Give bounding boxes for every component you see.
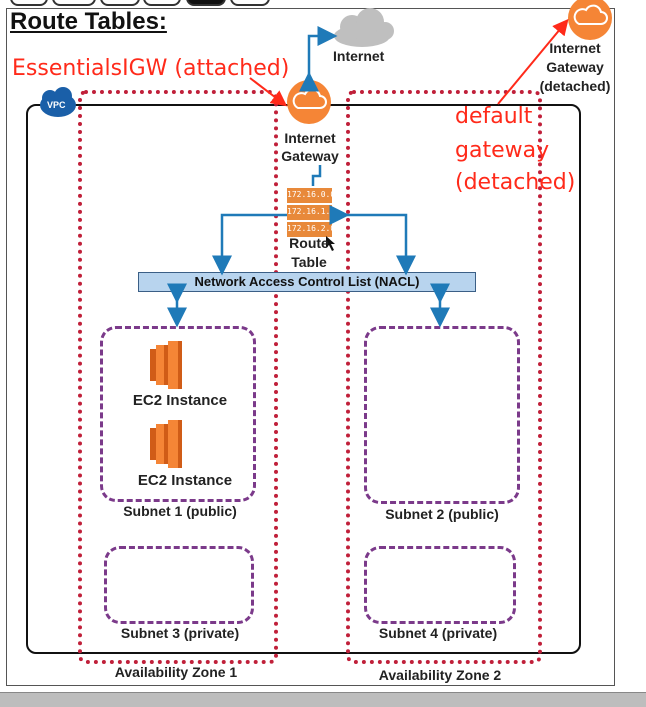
subnet-2-label: Subnet 2 (public) <box>385 506 499 522</box>
ec2-instance-icon[interactable] <box>150 420 182 468</box>
annotation-attached-igw: EssentialsIGW (attached) <box>12 56 290 81</box>
internet-gateway-icon[interactable] <box>287 80 331 124</box>
subnet-3-box <box>104 546 254 624</box>
connector-arrows <box>167 26 450 328</box>
igw-detached-line3: (detached) <box>539 78 611 94</box>
availability-zone-1-label: Availability Zone 1 <box>114 664 238 680</box>
route-entry[interactable]: 172.16.2.0 <box>287 220 335 237</box>
route-entry[interactable]: 172.16.1.0 <box>287 203 335 220</box>
subnet-1-box <box>100 326 256 502</box>
vpc-badge-icon <box>40 87 76 117</box>
route-entry[interactable]: 172.16.0.0 <box>287 186 335 203</box>
cloud-icon <box>334 8 394 47</box>
annotation-arrows <box>249 18 569 107</box>
route-table-label-line2: Table <box>291 254 327 270</box>
igw-label-line1: Internet <box>284 130 336 146</box>
annotation-default-gateway-3: (detached) <box>455 170 576 195</box>
availability-zone-2-label: Availability Zone 2 <box>378 667 502 683</box>
route-table-label-line1: Route <box>289 235 329 251</box>
ec2-instance-label: EC2 Instance <box>137 472 233 489</box>
igw-label-line2: Gateway <box>281 148 339 164</box>
igw-detached-line1: Internet <box>549 40 601 56</box>
internet-gateway-detached-icon[interactable] <box>568 0 612 40</box>
cursor-icon <box>326 236 335 251</box>
page-title: Route Tables: <box>10 8 167 35</box>
subnet-1-label: Subnet 1 (public) <box>123 503 237 519</box>
annotation-default-gateway-2: gateway <box>455 138 550 163</box>
ec2-instance-label: EC2 Instance <box>132 392 228 409</box>
subnet-3-label: Subnet 3 (private) <box>120 625 240 641</box>
annotation-default-gateway-1: default <box>455 104 533 129</box>
subnet-4-box <box>364 546 516 624</box>
nacl-label: Network Access Control List (NACL) <box>194 274 420 289</box>
igw-detached-line2: Gateway <box>546 59 604 75</box>
availability-zone-1 <box>78 90 278 664</box>
availability-zone-2 <box>346 90 542 664</box>
subnet-4-label: Subnet 4 (private) <box>378 625 498 641</box>
ec2-instance-icon[interactable] <box>150 341 182 389</box>
subnet-2-box <box>364 326 520 504</box>
internet-label: Internet <box>333 48 385 64</box>
vpc-badge-label: VPC <box>47 100 66 110</box>
nacl-bar[interactable]: Network Access Control List (NACL) <box>138 272 476 292</box>
status-bar <box>0 692 646 707</box>
